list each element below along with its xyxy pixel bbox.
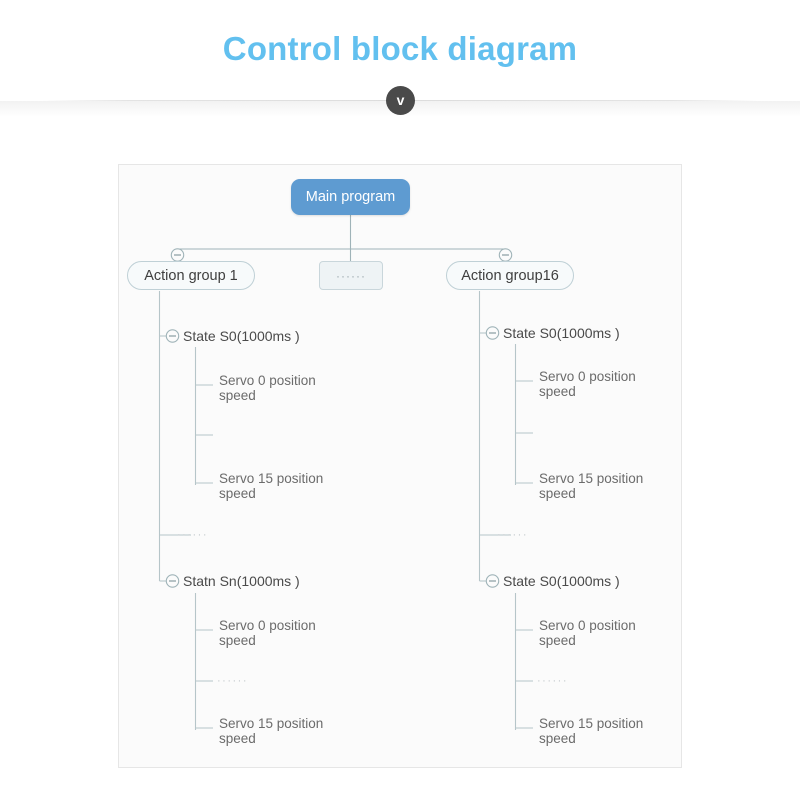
leaf-label-right-bottom-servo0[interactable]: Servo 0 position speed: [539, 618, 636, 648]
minus-circle-icon-left-state-bottom: [165, 574, 180, 588]
minus-circle-icon-right-state-top: [485, 326, 500, 340]
minus-circle-icon-left-state-top: [165, 329, 180, 343]
dots-left-bottom-servos: ······: [217, 675, 248, 687]
minus-circle-icon-group16: [498, 248, 513, 262]
chevron-down-icon[interactable]: v: [386, 86, 415, 115]
tree-connectors: [119, 165, 681, 767]
node-main-program[interactable]: Main program: [291, 179, 410, 215]
minus-circle-icon-right-state-bottom: [485, 574, 500, 588]
diagram-panel: Main program Action group 1 ······ Actio…: [118, 164, 682, 768]
leaf-label-left-bottom-servo15[interactable]: Servo 15 position speed: [219, 716, 324, 746]
page-header: Control block diagram: [0, 0, 800, 100]
state-label-right-bottom[interactable]: State S0(1000ms ): [503, 573, 620, 589]
node-action-group-1[interactable]: Action group 1: [127, 261, 255, 290]
dots-left-states: ······: [177, 529, 208, 541]
leaf-label-right-bottom-servo15[interactable]: Servo 15 position speed: [539, 716, 644, 746]
leaf-label-left-top-servo0[interactable]: Servo 0 position speed: [219, 373, 316, 403]
leaf-label-right-top-servo15[interactable]: Servo 15 position speed: [539, 471, 644, 501]
minus-circle-icon-group1: [170, 248, 185, 262]
leaf-label-right-top-servo0[interactable]: Servo 0 position speed: [539, 369, 636, 399]
leaf-label-left-bottom-servo0[interactable]: Servo 0 position speed: [219, 618, 316, 648]
page-title: Control block diagram: [222, 30, 578, 67]
dots-right-bottom-servos: ······: [537, 675, 568, 687]
node-placeholder-groups[interactable]: ······: [319, 261, 383, 290]
leaf-label-left-top-servo15[interactable]: Servo 15 position speed: [219, 471, 324, 501]
state-label-left-top[interactable]: State S0(1000ms ): [183, 328, 300, 344]
dots-right-states: ······: [497, 529, 528, 541]
state-label-right-top[interactable]: State S0(1000ms ): [503, 325, 620, 341]
node-action-group-16[interactable]: Action group16: [446, 261, 574, 290]
state-label-left-bottom[interactable]: Statn Sn(1000ms ): [183, 573, 300, 589]
